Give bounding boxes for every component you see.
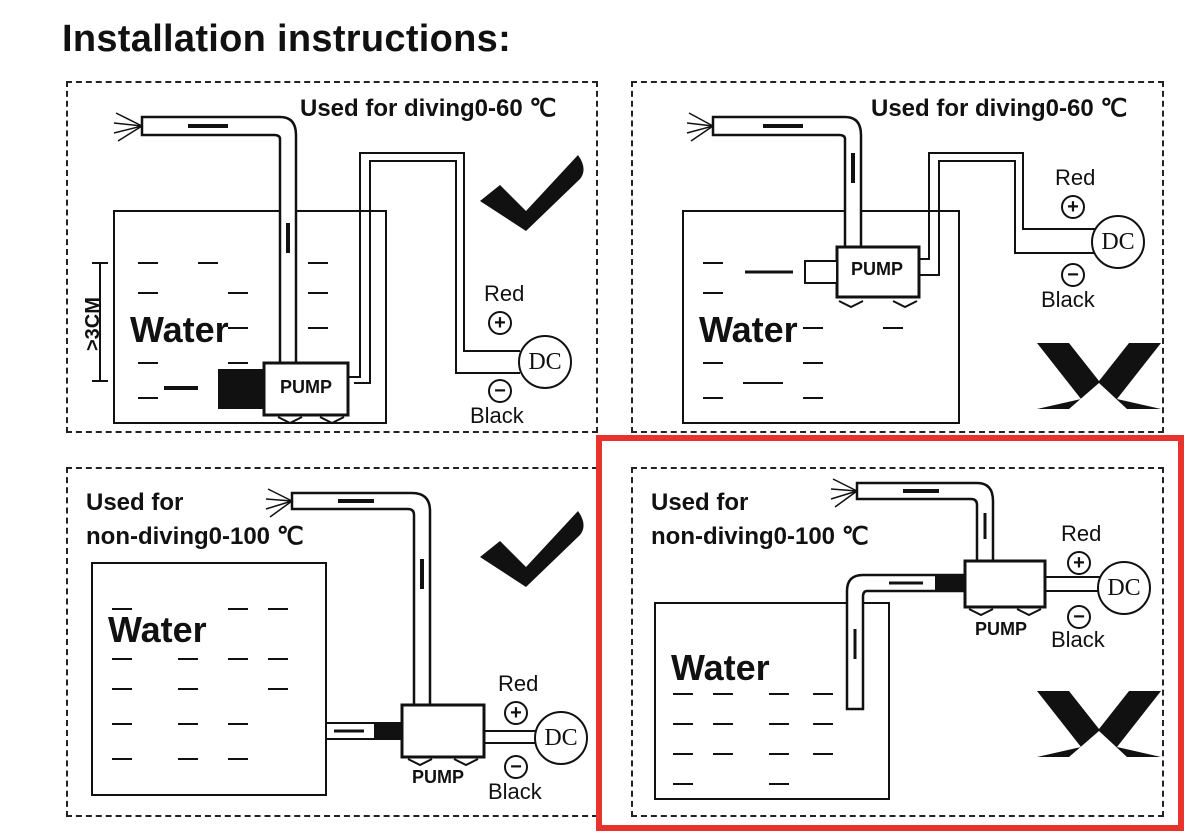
water-dashes [112,608,288,760]
water-label: Water [108,609,207,650]
check-icon [480,155,584,231]
pump-intake [218,369,264,409]
panel-diving-incorrect-drawing [682,112,1161,424]
minus-icon: − [488,379,512,403]
cross-icon [1037,691,1161,757]
pump-body [262,361,350,417]
power-wire-black [354,160,520,384]
pump-foot [1016,608,1042,617]
panel-non-diving-correct-drawing [91,488,584,796]
minus-icon: − [1067,605,1091,629]
panel-caption-line1: Used for [86,489,184,516]
outlet-pipe [290,491,432,707]
pump-body [835,245,921,299]
panel-diving-incorrect: Used for diving0-60 ℃ Water PUMP Red + D… [631,81,1164,433]
pump-foot [968,608,994,617]
depth-label: >3CM [82,297,104,351]
dc-power-icon: DC [1097,561,1151,615]
panel-non-diving-incorrect: Used for non-diving0-100 ℃ Water PUMP Re… [631,467,1164,817]
water-spray [113,112,143,142]
black-wire-label: Black [1051,627,1105,652]
pump-label: PUMP [851,259,904,279]
water-tank [682,210,960,424]
water-spray [830,478,858,508]
panel-diving-correct: Used for diving0-60 ℃ Water PUMP >3CM Re… [66,81,598,433]
panel-caption-line1: Used for [651,489,749,516]
pump-foot [407,758,433,767]
pump-foot [319,416,345,425]
panel-diving-correct-drawing [92,112,584,425]
red-wire-label: Red [498,671,539,696]
water-tank [113,210,387,424]
pump-intake [374,723,402,739]
minus-icon: − [504,755,528,779]
depth-marker [92,262,108,382]
minus-icon: − [1061,263,1085,287]
power-wire-red [919,152,1095,260]
water-spray [265,488,293,518]
panel-non-diving-incorrect-drawing [654,478,1161,800]
dc-power-icon: DC [534,711,588,765]
pump-foot [453,758,479,767]
black-wire-label: Black [488,779,542,804]
check-icon [480,511,584,587]
panel-caption-line2: non-diving0-100 ℃ [651,523,869,550]
power-wire-black [919,160,1095,276]
black-wire-label: Black [1041,287,1095,312]
water-label: Water [699,309,798,350]
pump-label: PUMP [975,619,1028,639]
red-wire-label: Red [1061,521,1102,546]
power-wire-red [348,152,520,378]
red-wire-label: Red [1055,165,1096,190]
pump-body [400,703,486,759]
highlight-frame [596,435,1184,831]
pump-label: PUMP [412,767,465,787]
black-wire-label: Black [470,403,524,428]
pump-foot [838,300,864,309]
page-title: Installation instructions: [62,18,512,60]
water-dashes [673,693,833,785]
plus-icon: + [1067,551,1091,575]
plus-icon: + [488,311,512,335]
water-spray [686,112,714,142]
outlet-pipe [711,115,863,253]
pump-foot [277,416,303,425]
water-label: Water [130,309,229,350]
pump-body [963,559,1047,609]
plus-icon: + [1061,195,1085,219]
water-tank [91,562,327,796]
water-tank [654,602,890,800]
dc-power-icon: DC [518,335,572,389]
dc-power-icon: DC [1091,215,1145,269]
cross-icon [1037,343,1161,409]
red-wire-label: Red [484,281,525,306]
pump-intake [935,575,965,591]
panel-caption-line2: non-diving0-100 ℃ [86,523,304,550]
pump-label: PUMP [280,377,333,397]
panel-caption: Used for diving0-60 ℃ [871,95,1128,122]
water-label: Water [671,647,770,688]
panel-caption: Used for diving0-60 ℃ [300,95,557,122]
pump-intake [804,260,838,284]
panel-non-diving-correct: Used for non-diving0-100 ℃ Water PUMP Re… [66,467,598,817]
pump-foot [892,300,918,309]
plus-icon: + [504,701,528,725]
